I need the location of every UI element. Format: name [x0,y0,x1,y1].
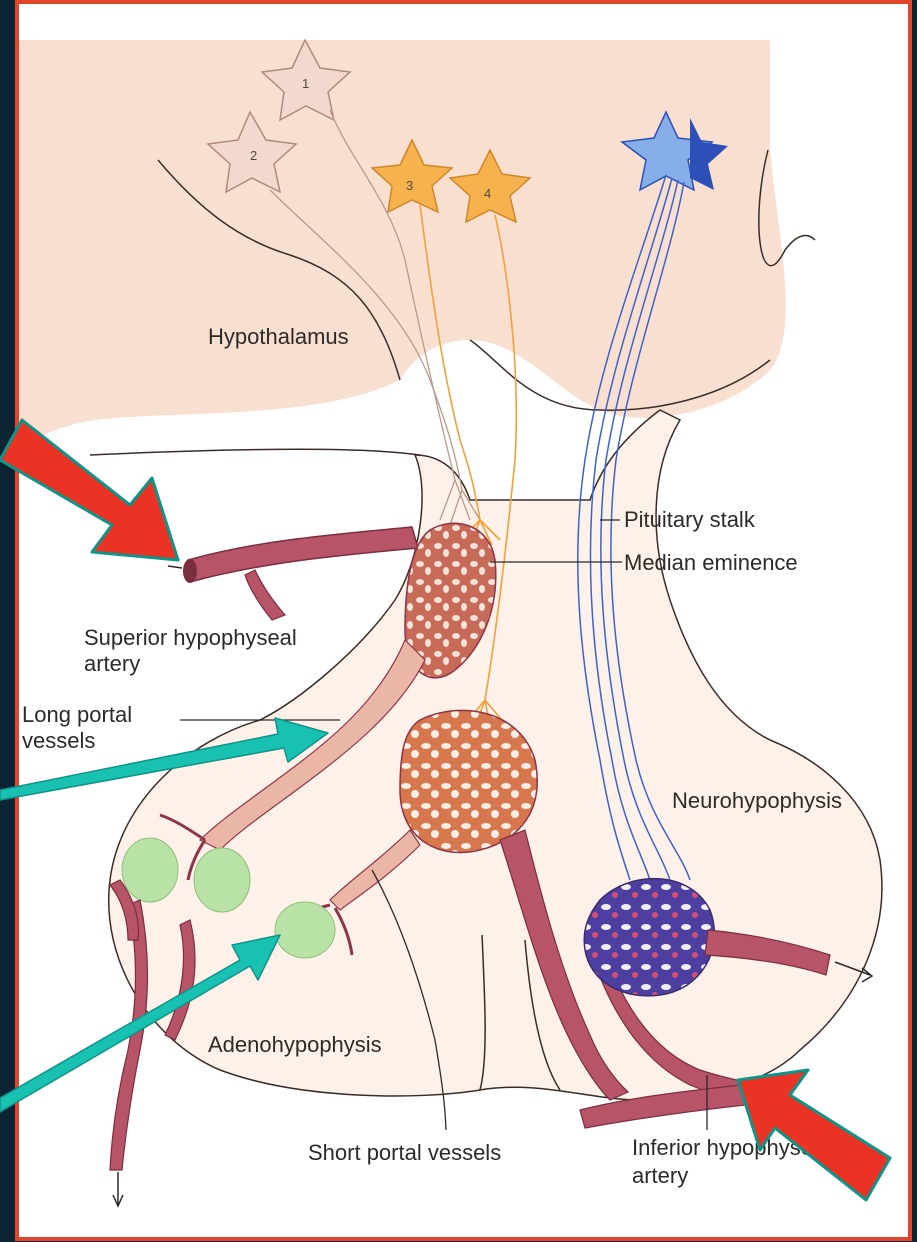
label-inferior-artery-2: artery [632,1163,688,1188]
neuron-1-label: 1 [302,76,309,91]
label-pituitary-stalk: Pituitary stalk [624,507,756,532]
neuron-4-label: 4 [484,186,491,201]
label-superior-artery-1: Superior hypophyseal [84,625,297,650]
label-hypothalamus: Hypothalamus [208,324,349,349]
label-short-portal: Short portal vessels [308,1140,501,1165]
label-long-portal-1: Long portal [22,702,132,727]
neurohypophysis-plexus [584,879,714,996]
label-long-portal-2: vessels [22,728,95,753]
label-superior-artery-2: artery [84,651,140,676]
neuron-2-label: 2 [250,148,257,163]
short-portal-plexus [400,710,537,852]
label-neurohypophysis: Neurohypophysis [672,788,842,813]
label-adenohypophysis: Adenohypophysis [208,1032,382,1057]
label-median-eminence: Median eminence [624,550,798,575]
neuron-3-label: 3 [406,178,413,193]
